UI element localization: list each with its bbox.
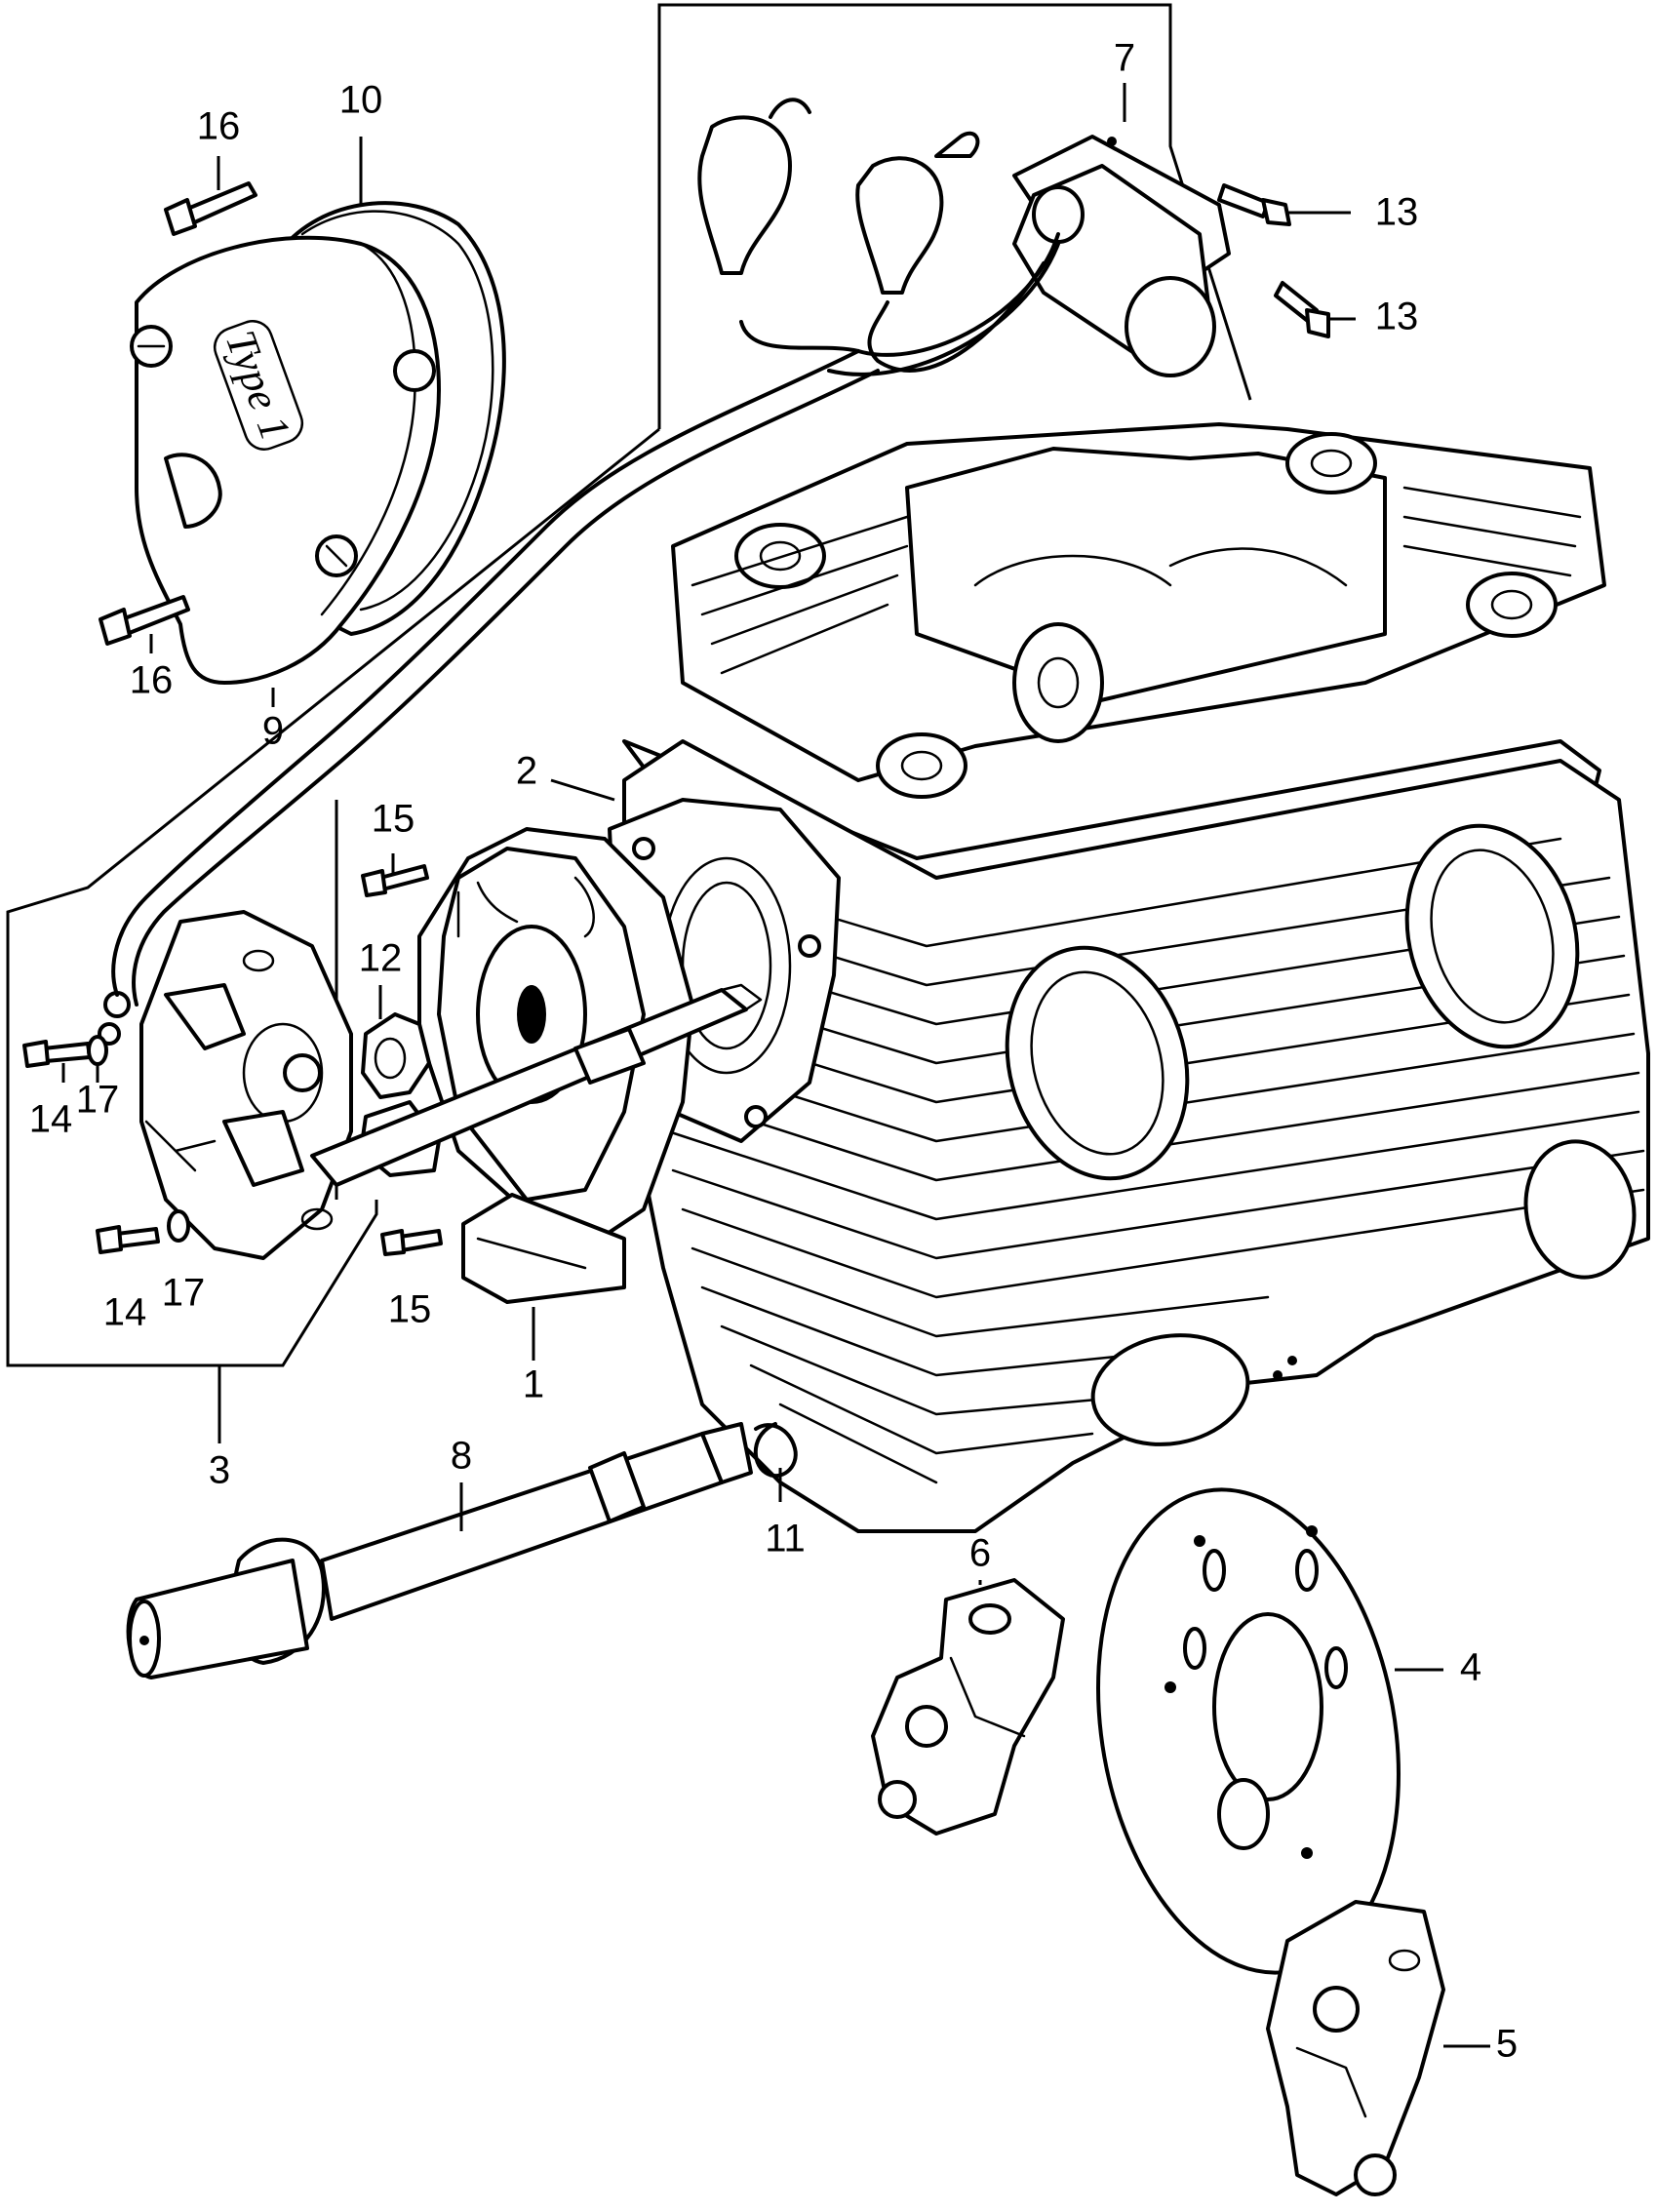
callout-13-upper: 13 — [1375, 191, 1419, 234]
callout-2: 2 — [516, 750, 537, 793]
part-12-nut — [361, 1012, 431, 1099]
screw-14-lower — [96, 1225, 160, 1254]
callout-14-lower: 14 — [103, 1291, 147, 1334]
callout-4: 4 — [1460, 1646, 1481, 1689]
callout-15-lower: 15 — [388, 1288, 432, 1331]
callout-12: 12 — [359, 937, 403, 980]
callout-6: 6 — [969, 1532, 991, 1575]
screw-15-upper — [361, 864, 429, 897]
screw-16-upper — [164, 181, 257, 236]
callout-7: 7 — [1114, 37, 1135, 80]
part-4-base-plate — [1096, 1487, 1401, 1975]
washer-17-upper — [87, 1035, 108, 1066]
callout-17-lower: 17 — [162, 1272, 206, 1315]
callout-13-lower: 13 — [1375, 296, 1419, 338]
part-8-spark-advancer-shaft — [126, 983, 763, 1679]
callout-16-lower: 16 — [130, 659, 174, 702]
screw-13-upper — [1217, 183, 1291, 226]
screw-15-lower — [380, 1229, 443, 1256]
part-5-contact-point — [1266, 1900, 1445, 2196]
callout-10: 10 — [339, 79, 383, 122]
part-1-generator — [359, 827, 694, 1304]
screw-14-upper — [22, 1040, 92, 1068]
part-3-contact-breaker-assembly — [98, 910, 353, 1260]
callout-3: 3 — [209, 1449, 230, 1492]
callout-15-upper: 15 — [372, 798, 415, 841]
screw-16-lower — [99, 595, 190, 646]
callout-17-upper: 17 — [76, 1079, 120, 1122]
callout-leaders — [61, 83, 1490, 2048]
callout-1: 1 — [523, 1363, 544, 1406]
callout-16-upper: 16 — [197, 105, 241, 148]
callout-8: 8 — [451, 1435, 472, 1478]
callout-14-upper: 14 — [29, 1098, 73, 1141]
callout-labels: 1 2 3 4 5 6 7 8 9 10 11 12 13 13 14 14 1… — [29, 37, 1518, 2066]
part-11-circlip — [753, 1422, 798, 1479]
part-9-point-cover: Type 1 — [130, 235, 441, 685]
high-tension-lead — [111, 349, 880, 1007]
screw-13-lower — [1274, 281, 1330, 338]
cylinder-head — [622, 422, 1650, 1533]
washer-17-lower — [167, 1209, 190, 1243]
callout-9: 9 — [262, 710, 284, 753]
part-6-contact-point — [871, 1578, 1065, 1836]
part-7-ignition-coil — [697, 98, 1231, 377]
callout-5: 5 — [1496, 2023, 1518, 2066]
callout-11: 11 — [765, 1518, 806, 1560]
